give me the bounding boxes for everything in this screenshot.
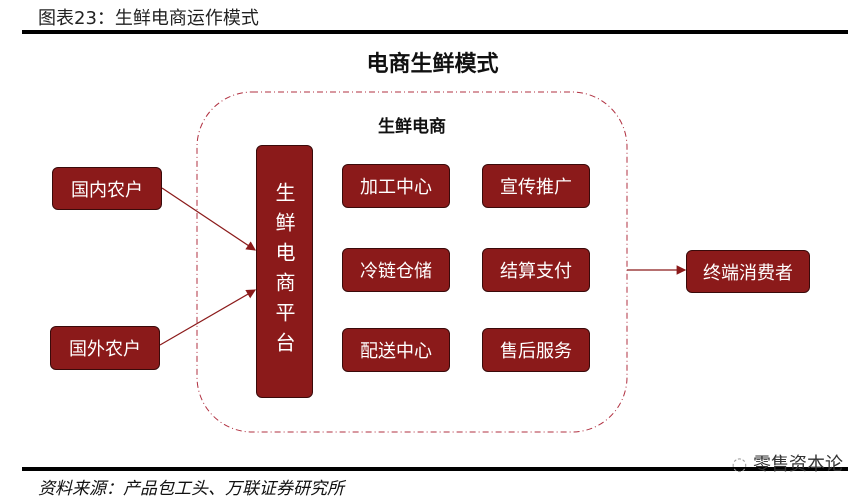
source-foreign: 国外农户 [50, 326, 160, 370]
service-box: 冷链仓储 [342, 248, 450, 292]
group-title: 生鲜电商 [378, 117, 446, 137]
service-box: 结算支付 [482, 248, 590, 292]
arrow-domestic [161, 187, 256, 251]
watermark: ◌ 零售资本论 [732, 450, 843, 476]
figure-title: 图表23：生鲜电商运作模式 [38, 8, 259, 29]
service-box: 配送中心 [342, 328, 450, 372]
top-rule [22, 30, 848, 34]
service-box: 加工中心 [342, 164, 450, 208]
diagram-title: 电商生鲜模式 [366, 52, 499, 77]
arrow-foreign [159, 289, 257, 346]
wechat-icon: ◌ [731, 454, 753, 475]
service-box: 宣传推广 [482, 164, 590, 208]
service-box: 售后服务 [482, 328, 590, 372]
source-note: 资料来源：产品包工头、万联证券研究所 [38, 479, 344, 499]
group-boundary [196, 91, 628, 433]
consumer-box: 终端消费者 [686, 250, 810, 293]
bottom-rule [22, 467, 848, 471]
platform-box: 生鲜电商平台 [256, 145, 313, 398]
watermark-text: 零售资本论 [753, 454, 843, 475]
source-domestic: 国内农户 [52, 167, 162, 210]
